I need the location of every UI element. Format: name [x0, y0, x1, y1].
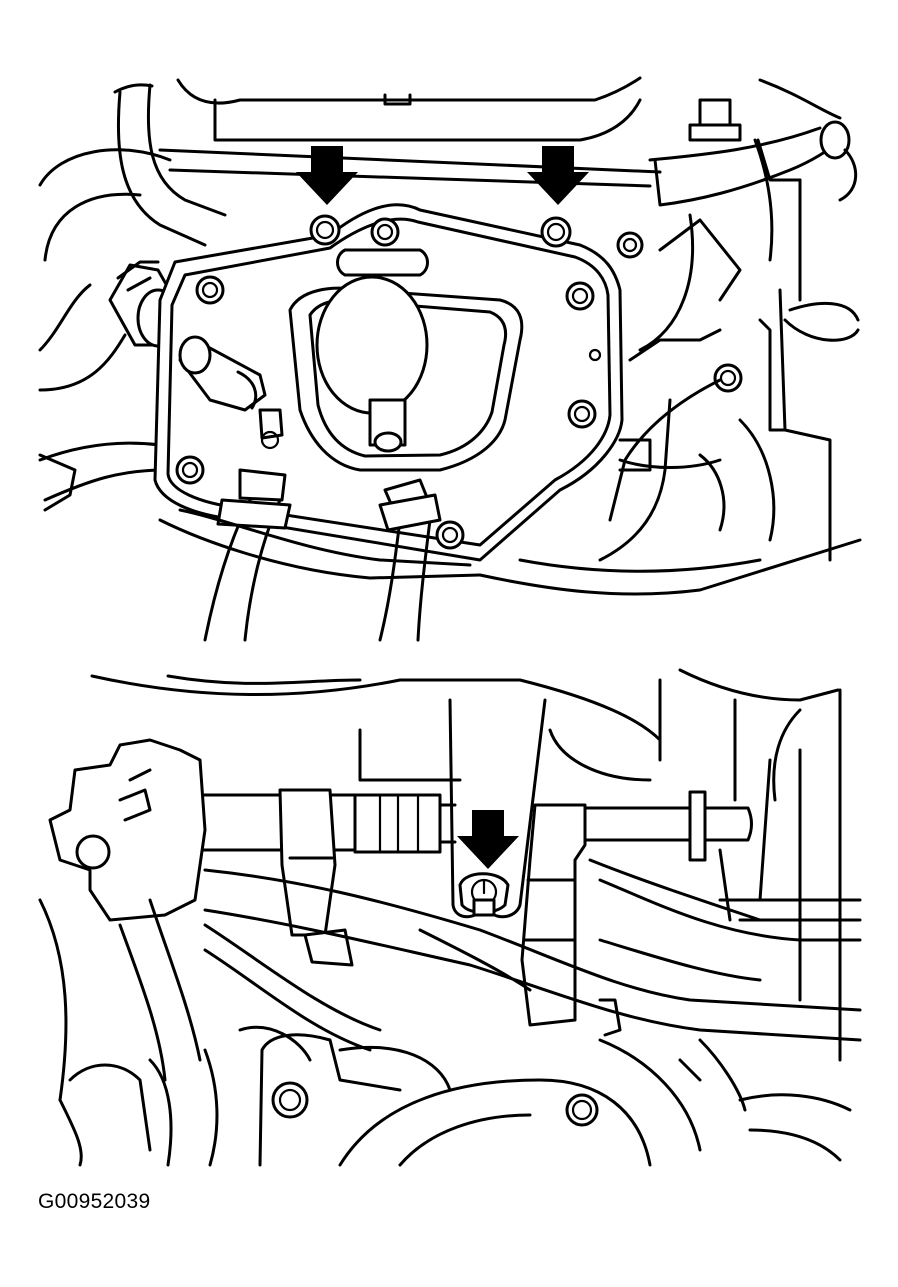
callout-arrow-right-bolt — [527, 146, 589, 205]
figure-code: G00952039 — [38, 1190, 151, 1213]
callout-arrow-bracket-bolt — [457, 810, 519, 869]
bottom-panel — [38, 668, 862, 1167]
top-panel — [38, 76, 862, 642]
plate-bolts — [175, 214, 743, 550]
callout-arrow-left-bolt — [296, 146, 358, 205]
